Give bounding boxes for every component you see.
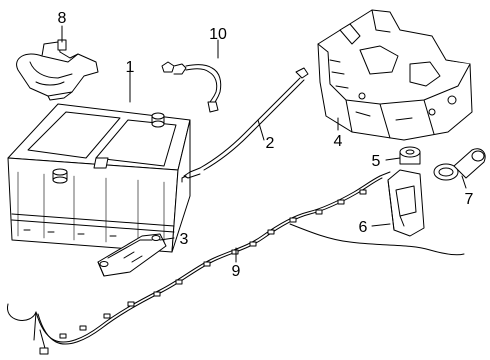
callout-8: 8: [58, 10, 67, 27]
wiring-harness-drawing: [7, 171, 465, 355]
callout-1: 1: [126, 59, 135, 76]
callout-6: 6: [359, 219, 368, 236]
cable-grommet-drawing: [433, 148, 486, 181]
callout-3: 3: [180, 231, 189, 248]
terminal-cover-drawing: [16, 39, 99, 101]
battery-tray-drawing: [317, 9, 473, 141]
hold-down-bracket-drawing: [97, 233, 167, 277]
ground-cable-drawing: [161, 61, 222, 113]
positive-cable-drawing: [181, 67, 309, 183]
tray-support-drawing: [387, 169, 425, 237]
tray-grommet-drawing: [399, 146, 421, 165]
harness-clips: [39, 189, 367, 355]
callout-5: 5: [372, 153, 381, 170]
callout-7: 7: [465, 191, 474, 208]
battery-drawing: [7, 103, 191, 253]
callout-2: 2: [266, 135, 275, 152]
callout-4: 4: [334, 133, 343, 150]
callout-10: 10: [209, 26, 227, 43]
leader-lines: [61, 25, 467, 263]
callout-9: 9: [232, 263, 241, 280]
callout-numbers: 8 1 10 2 4 5 7 6 3 9: [58, 10, 474, 280]
